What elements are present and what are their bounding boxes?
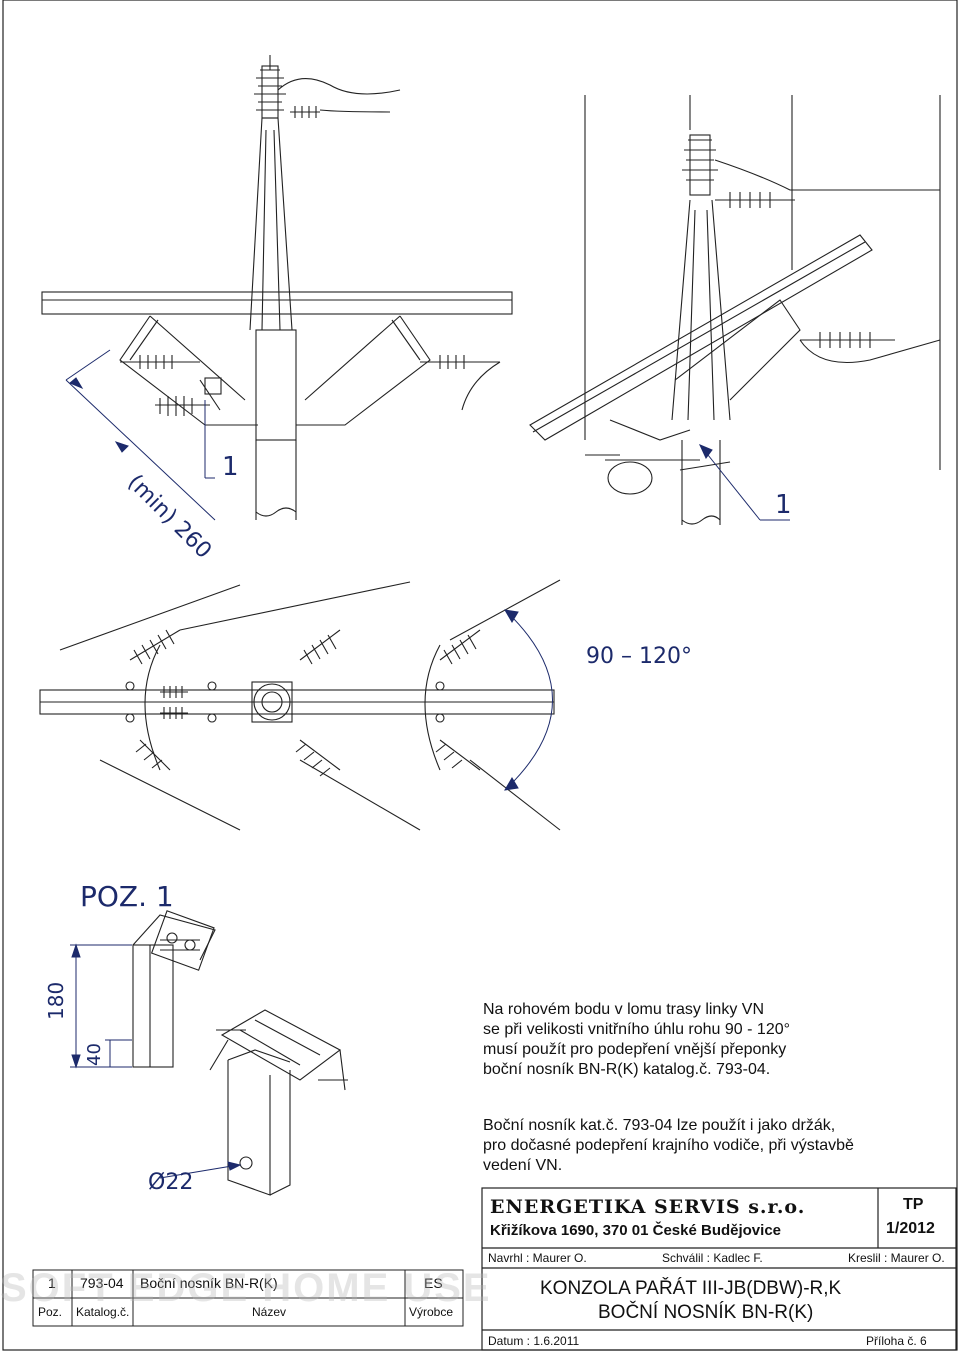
watermark-text: SOFT EDGE HOME USE bbox=[0, 1266, 492, 1310]
note-2-line-3: vedení VN. bbox=[483, 1157, 563, 1174]
approved-by: Schválil : Kadlec F. bbox=[662, 1251, 763, 1265]
tp-number: 1/2012 bbox=[886, 1220, 935, 1237]
parts-list-table bbox=[32, 1269, 464, 1327]
poz1-detail bbox=[132, 910, 348, 1196]
attachment-number: Příloha č. 6 bbox=[866, 1334, 927, 1348]
drawing-title-line-1: KONZOLA PAŘÁT III-JB(DBW)-R,K bbox=[540, 1278, 842, 1299]
dimension-260 bbox=[65, 349, 216, 521]
note-paragraph-2: Boční nosník kat.č. 793-04 lze použít i … bbox=[483, 1116, 854, 1176]
callout-left-number: 1 bbox=[222, 452, 239, 482]
drawing-title-line-2: BOČNÍ NOSNÍK BN-R(K) bbox=[598, 1302, 814, 1323]
poz1-dimensions bbox=[70, 943, 242, 1179]
note-1-line-1: Na rohovém bodu v lomu trasy linky VN bbox=[483, 1001, 764, 1018]
dim-180-label: 180 bbox=[44, 981, 68, 1020]
designed-by: Navrhl : Maurer O. bbox=[488, 1251, 587, 1265]
plan-view bbox=[39, 579, 561, 831]
parts-header-vyrobce: Výrobce bbox=[409, 1305, 454, 1319]
poz-1-label: POZ. 1 bbox=[80, 880, 174, 913]
isometric-view bbox=[529, 95, 941, 525]
top-insulator bbox=[254, 55, 286, 119]
note-1-line-3: musí použít pro podepření vnější přeponk… bbox=[483, 1041, 787, 1058]
parts-row-vyrobce: ES bbox=[424, 1275, 443, 1291]
parts-row-katalog: 793-04 bbox=[80, 1275, 124, 1291]
company-name: ENERGETIKA SERVIS s.r.o. bbox=[490, 1196, 806, 1218]
diameter-22-label: Ø22 bbox=[148, 1170, 194, 1195]
parts-header-poz: Poz. bbox=[38, 1305, 63, 1319]
callout-right-number: 1 bbox=[775, 490, 792, 520]
note-1-line-2: se při velikosti vnitřního úhlu rohu 90 … bbox=[483, 1021, 791, 1038]
parts-row-poz: 1 bbox=[48, 1275, 56, 1291]
company-address: Křižíkova 1690, 370 01 České Budějovice bbox=[490, 1222, 782, 1239]
angle-dimension bbox=[504, 609, 553, 791]
drawn-by: Kreslil : Maurer O. bbox=[848, 1251, 945, 1265]
drawing-date: Datum : 1.6.2011 bbox=[488, 1334, 580, 1348]
callout-right-leader bbox=[699, 444, 790, 521]
angle-label: 90 – 120° bbox=[586, 644, 692, 669]
note-2-line-1: Boční nosník kat.č. 793-04 lze použít i … bbox=[483, 1117, 836, 1134]
note-1-line-4: boční nosník BN-R(K) katalog.č. 793-04. bbox=[483, 1061, 771, 1078]
title-block-frame bbox=[481, 1187, 957, 1351]
note-2-line-2: pro dočasné podepření krajního vodiče, p… bbox=[483, 1137, 854, 1154]
note-paragraph-1: Na rohovém bodu v lomu trasy linky VN se… bbox=[483, 1000, 790, 1080]
dim-40-label: 40 bbox=[84, 1043, 105, 1066]
tp-label: TP bbox=[903, 1196, 924, 1213]
parts-row-nazev: Boční nosník BN-R(K) bbox=[140, 1275, 278, 1291]
parts-header-nazev: Název bbox=[252, 1305, 287, 1319]
parts-header-katalog: Katalog.č. bbox=[76, 1305, 130, 1319]
front-view bbox=[41, 55, 513, 520]
